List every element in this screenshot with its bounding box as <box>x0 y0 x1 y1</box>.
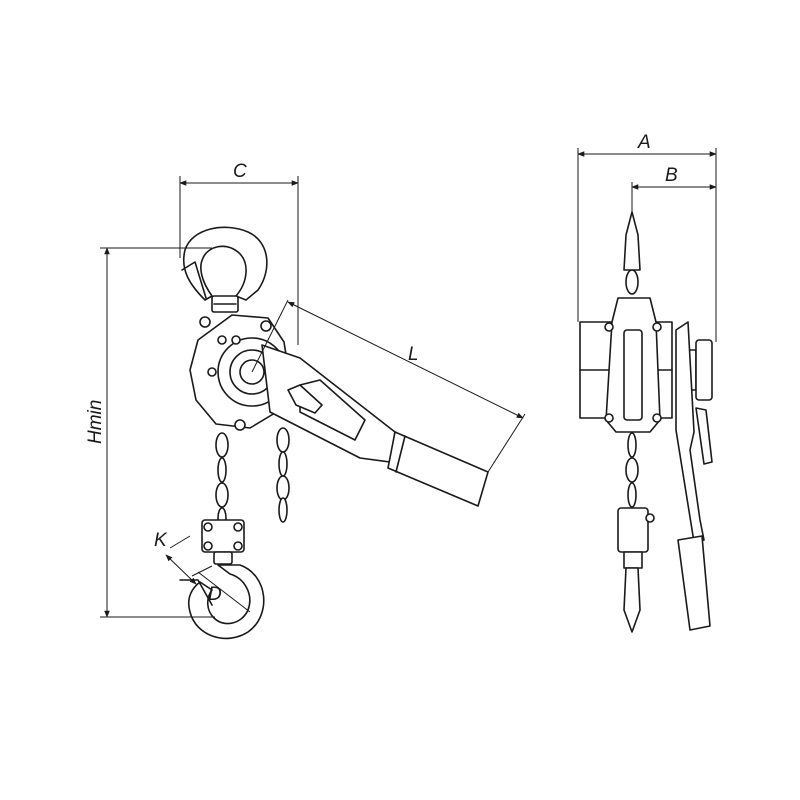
side-dimensions <box>577 148 717 342</box>
lever-handle <box>261 344 489 507</box>
front-dimensions <box>100 176 526 618</box>
load-chain <box>215 432 229 529</box>
top-hook <box>181 226 268 313</box>
dim-label-hmin: Hmin <box>85 400 106 444</box>
dim-label-l: L <box>408 344 419 365</box>
dim-label-k: K <box>154 530 168 551</box>
side-top-hook <box>623 211 641 295</box>
bottom-block <box>201 519 245 565</box>
dim-label-a: A <box>637 132 651 153</box>
dim-label-d: D <box>208 584 222 605</box>
side-chain <box>625 432 639 508</box>
dim-label-b: B <box>665 165 678 186</box>
slack-chain <box>276 427 290 523</box>
front-view <box>179 226 489 640</box>
side-view <box>579 211 713 633</box>
side-bottom-block <box>617 507 655 633</box>
dim-label-c: C <box>233 161 247 182</box>
side-lever <box>675 321 713 631</box>
